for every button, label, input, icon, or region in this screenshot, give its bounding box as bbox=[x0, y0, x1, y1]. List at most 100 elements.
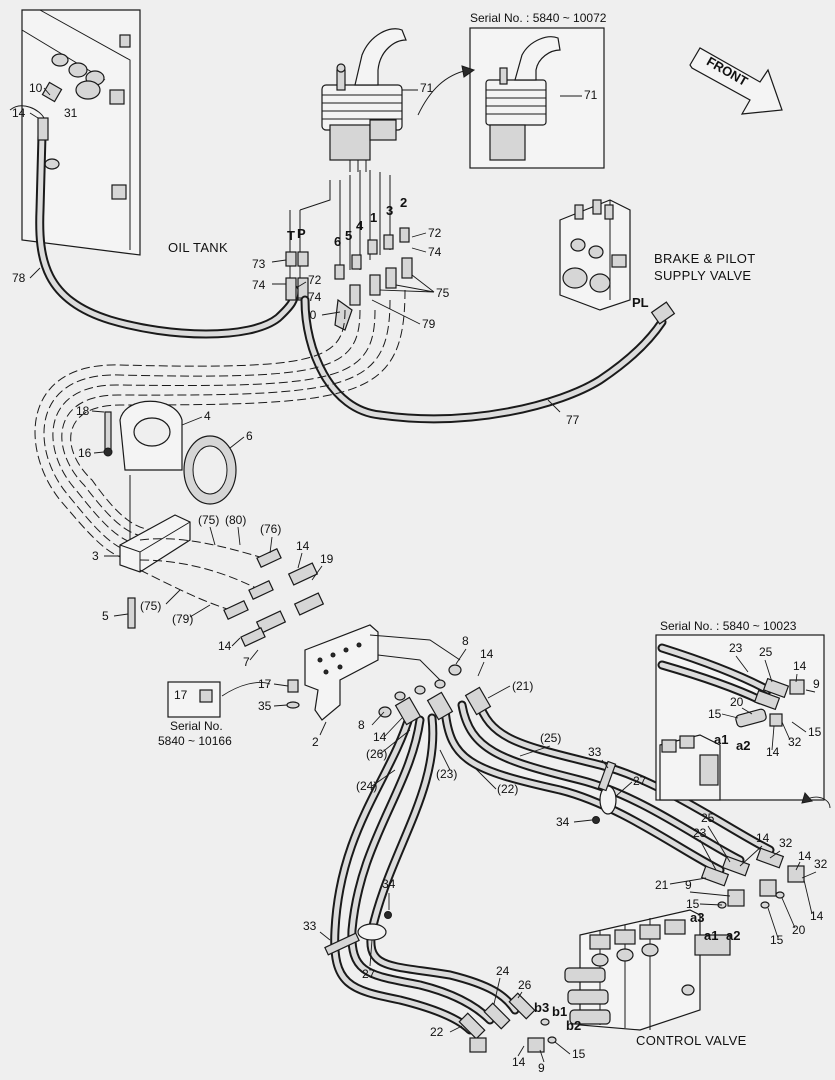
callout-22p: (22) bbox=[497, 782, 518, 796]
port-b1: b1 bbox=[552, 1004, 567, 1019]
port-3: 3 bbox=[386, 203, 393, 218]
callout-2: 2 bbox=[312, 735, 319, 749]
callout-19: 19 bbox=[320, 552, 334, 566]
clamp-block bbox=[119, 514, 191, 629]
callout-6: 6 bbox=[246, 429, 253, 443]
callout-14i: 14 bbox=[512, 1055, 526, 1069]
valve-hoses bbox=[330, 664, 775, 1035]
brake-pilot-valve bbox=[559, 199, 631, 311]
callout-3: 3 bbox=[92, 549, 99, 563]
port-a3: a3 bbox=[690, 910, 704, 925]
callout-15c: 15 bbox=[572, 1047, 586, 1061]
callout-34b: 34 bbox=[382, 877, 396, 891]
callout-21: 21 bbox=[655, 878, 669, 892]
serial-left-2: 5840 ~ 10166 bbox=[158, 734, 232, 748]
port-1: 1 bbox=[370, 210, 377, 225]
clamp-27-lower bbox=[324, 911, 392, 956]
callout-33b: 33 bbox=[303, 919, 317, 933]
callout-74a: 74 bbox=[252, 278, 266, 292]
joystick-fittings bbox=[285, 170, 413, 331]
front-arrow bbox=[689, 47, 783, 115]
middle-fittings bbox=[139, 538, 325, 647]
callout-r32: 32 bbox=[788, 735, 802, 749]
callout-r23: 23 bbox=[729, 641, 743, 655]
callout-71b: 71 bbox=[584, 88, 598, 102]
screw-17 bbox=[286, 679, 300, 709]
callout-16: 16 bbox=[78, 446, 92, 460]
callout-25p: (25) bbox=[540, 731, 561, 745]
clamp-27-upper bbox=[592, 760, 617, 824]
serial-box-top bbox=[417, 27, 605, 169]
callout-26p: (26) bbox=[366, 747, 387, 761]
callout-9b: 9 bbox=[538, 1061, 545, 1075]
callout-27b: 27 bbox=[362, 967, 376, 981]
callout-r14b: 14 bbox=[766, 745, 780, 759]
pilot-hose-bundle bbox=[34, 289, 406, 561]
oil-tank bbox=[21, 9, 141, 256]
callout-14c: 14 bbox=[218, 639, 232, 653]
brake-label-2: SUPPLY VALVE bbox=[654, 268, 751, 283]
callout-35: 35 bbox=[258, 699, 272, 713]
port-4: 4 bbox=[356, 218, 364, 233]
callout-32b: 32 bbox=[814, 857, 828, 871]
callout-15b: 15 bbox=[770, 933, 784, 947]
port-P: P bbox=[297, 226, 306, 241]
right-hose-fittings bbox=[700, 847, 805, 909]
callout-r15b: 15 bbox=[808, 725, 822, 739]
joystick-valve bbox=[321, 28, 407, 172]
hose-77 bbox=[300, 295, 676, 424]
callout-32a: 32 bbox=[779, 836, 793, 850]
callout-75p: (75) bbox=[198, 513, 219, 527]
callout-75p2: (75) bbox=[140, 599, 161, 613]
control-valve bbox=[564, 909, 731, 1031]
callout-5: 5 bbox=[102, 609, 109, 623]
callout-79p: (79) bbox=[172, 612, 193, 626]
callout-15a: 15 bbox=[686, 897, 700, 911]
callout-8b: 8 bbox=[358, 718, 365, 732]
callout-31: 31 bbox=[64, 106, 78, 120]
port-2: 2 bbox=[400, 195, 407, 210]
bottom-hose-fittings bbox=[458, 992, 557, 1053]
port-b3: b3 bbox=[534, 1000, 549, 1015]
callout-33a: 33 bbox=[588, 745, 602, 759]
callout-34a: 34 bbox=[556, 815, 570, 829]
callout-73: 73 bbox=[252, 257, 266, 271]
mounting-plate bbox=[304, 624, 461, 721]
callout-4: 4 bbox=[204, 409, 211, 423]
callout-72a: 72 bbox=[308, 273, 322, 287]
callout-71a: 71 bbox=[420, 81, 434, 95]
callout-74c: 74 bbox=[428, 245, 442, 259]
port-b2: b2 bbox=[566, 1018, 581, 1033]
serial-top-label: Serial No. : 5840 ~ 10072 bbox=[470, 11, 607, 25]
callout-14a: 14 bbox=[12, 106, 26, 120]
port-5: 5 bbox=[345, 228, 352, 243]
callout-10: 10 bbox=[29, 81, 43, 95]
callout-24p: (24) bbox=[356, 779, 377, 793]
callout-9a: 9 bbox=[685, 878, 692, 892]
port-T: T bbox=[287, 228, 295, 243]
port-PL: PL bbox=[632, 295, 649, 310]
serial-left-1: Serial No. bbox=[170, 719, 223, 733]
callout-77: 77 bbox=[566, 413, 580, 427]
callout-27a: 27 bbox=[633, 774, 647, 788]
callout-76p: (76) bbox=[260, 522, 281, 536]
control-valve-label: CONTROL VALVE bbox=[636, 1033, 747, 1048]
callout-22: 22 bbox=[430, 1025, 444, 1039]
callout-21p: (21) bbox=[512, 679, 533, 693]
brake-label-1: BRAKE & PILOT bbox=[654, 251, 755, 266]
port-r-a2: a2 bbox=[736, 738, 750, 753]
callout-14f: 14 bbox=[756, 831, 770, 845]
callout-14g: 14 bbox=[798, 849, 812, 863]
callout-26: 26 bbox=[518, 978, 532, 992]
callout-24: 24 bbox=[496, 964, 510, 978]
port-a1: a1 bbox=[704, 928, 718, 943]
callout-74b: 74 bbox=[308, 290, 322, 304]
callout-r14a: 14 bbox=[793, 659, 807, 673]
callout-18: 18 bbox=[76, 404, 90, 418]
serial-box-left bbox=[167, 681, 271, 718]
oil-tank-label: OIL TANK bbox=[168, 240, 228, 255]
bracket-assembly bbox=[103, 400, 237, 545]
callout-14h: 14 bbox=[810, 909, 824, 923]
callout-72b: 72 bbox=[428, 226, 442, 240]
